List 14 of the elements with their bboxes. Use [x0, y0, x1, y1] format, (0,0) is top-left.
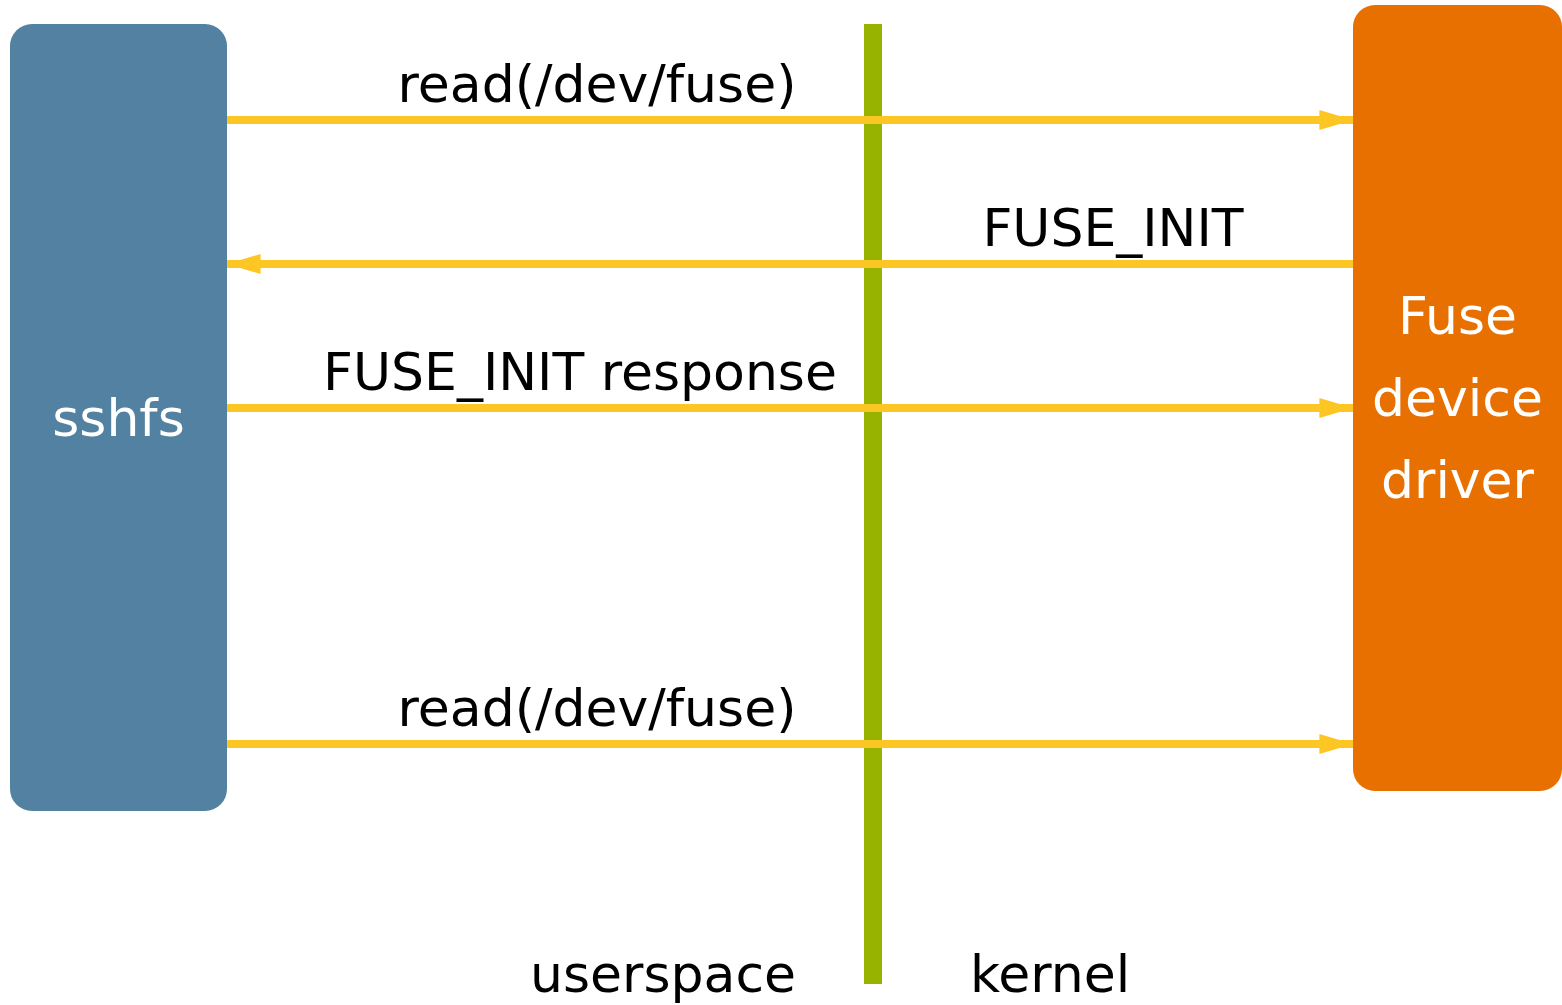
region-label: userspace [530, 944, 796, 1004]
process-box [1353, 5, 1562, 791]
node-label: sshfs [52, 386, 185, 450]
edge-label: read(/dev/fuse) [397, 54, 797, 114]
edge-label: FUSE_INIT response [323, 342, 837, 402]
arrow [227, 733, 1353, 755]
arrow [227, 109, 1353, 131]
process-box [10, 24, 227, 811]
region-label: kernel [970, 944, 1131, 1004]
arrow [227, 253, 1353, 275]
edge-label: FUSE_INIT [982, 198, 1244, 258]
arrow [227, 397, 1353, 419]
edge-label: read(/dev/fuse) [397, 678, 797, 738]
node-label: Fuse device driver [1371, 285, 1544, 512]
